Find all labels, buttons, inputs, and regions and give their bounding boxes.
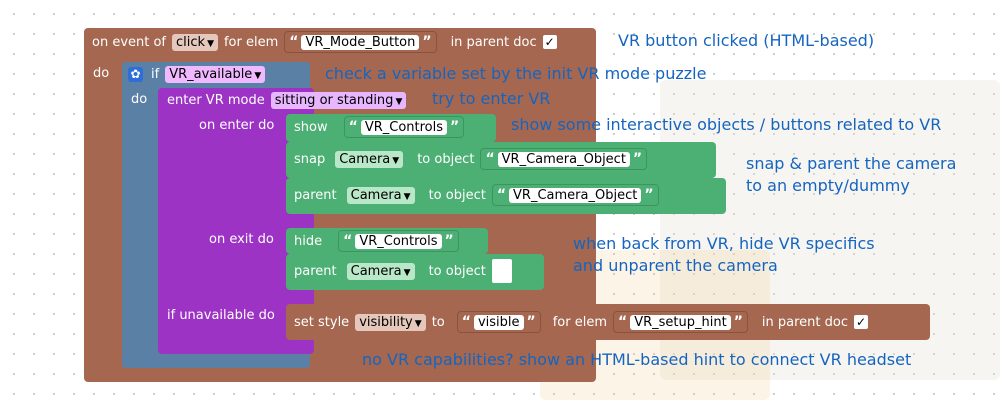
style-in-parent-doc-checkbox[interactable]: ✓ — [853, 315, 868, 329]
for-elem-label: for elem — [223, 34, 279, 50]
if-header: ✿ if VR_available▼ — [128, 61, 266, 87]
in-parent-doc-label: in parent doc — [450, 34, 537, 50]
exit-comment-line2: and unparent the camera — [573, 256, 778, 275]
parent-label: parent — [294, 187, 337, 203]
if-do-label: do — [131, 92, 148, 107]
parent-object-string[interactable]: “VR_Camera_Object” — [491, 184, 659, 206]
hide-object-string[interactable]: “VR_Controls” — [338, 230, 459, 252]
enter-vr-comment: try to enter VR — [432, 89, 551, 108]
in-parent-doc-checkbox[interactable]: ✓ — [542, 35, 557, 49]
unparent-row: parent Camera▼ to object — [294, 258, 512, 284]
enter-vr-label: enter VR mode — [167, 92, 265, 108]
vr-mode-dropdown[interactable]: sitting or standing▼ — [270, 91, 407, 109]
snap-label: snap — [294, 151, 326, 167]
snap-object-string[interactable]: “VR_Camera_Object” — [480, 148, 648, 170]
style-value-string[interactable]: “visible” — [456, 311, 541, 333]
snap-row: snap Camera▼ to object “VR_Camera_Object… — [294, 146, 648, 172]
style-to-label: to — [431, 314, 445, 330]
show-row: show “VR_Controls” — [294, 114, 465, 140]
style-property-dropdown[interactable]: visibility▼ — [355, 313, 426, 331]
snap-comment-line1: snap & parent the camera — [746, 154, 957, 173]
snap-comment-line2: to an empty/dummy — [746, 176, 910, 195]
event-header: on event of click▼ for elem “VR_Mode_But… — [92, 29, 557, 55]
snap-target-dropdown[interactable]: Camera▼ — [335, 150, 404, 168]
show-object-value[interactable]: VR_Controls — [360, 119, 448, 135]
on-enter-do-label: on enter do — [199, 118, 275, 133]
snap-to-object-label: to object — [417, 151, 475, 167]
style-value[interactable]: visible — [473, 314, 524, 330]
unparent-target-dropdown[interactable]: Camera▼ — [346, 262, 415, 280]
elem-name-string[interactable]: “VR_Mode_Button” — [284, 31, 437, 53]
event-do-label: do — [93, 66, 110, 81]
style-elem-string[interactable]: “VR_setup_hint” — [613, 311, 748, 333]
style-for-elem-label: for elem — [552, 314, 607, 330]
unparent-to-object-label: to object — [428, 263, 486, 279]
hide-row: hide “VR_Controls” — [294, 228, 459, 254]
if-comment: check a variable set by the init VR mode… — [325, 64, 707, 83]
hide-object-value[interactable]: VR_Controls — [355, 233, 442, 249]
snap-object-value[interactable]: VR_Camera_Object — [497, 151, 630, 167]
event-comment: VR button clicked (HTML-based) — [618, 31, 875, 50]
parent-to-object-label: to object — [428, 187, 486, 203]
if-label: if — [151, 66, 160, 82]
event-type-dropdown[interactable]: click▼ — [172, 33, 218, 51]
parent-row: parent Camera▼ to object “VR_Camera_Obje… — [294, 182, 659, 208]
parent-object-value[interactable]: VR_Camera_Object — [509, 187, 642, 203]
show-comment: show some interactive objects / buttons … — [511, 115, 942, 134]
elem-name-value[interactable]: VR_Mode_Button — [301, 34, 420, 50]
style-elem-value[interactable]: VR_setup_hint — [630, 314, 731, 330]
unparent-label: parent — [294, 263, 337, 279]
exit-comment-line1: when back from VR, hide VR specifics — [573, 234, 875, 253]
bottom-comment: no VR capabilities? show an HTML-based h… — [362, 350, 912, 369]
if-unavailable-do-label: if unavailable do — [167, 308, 275, 323]
empty-object-socket[interactable] — [491, 259, 512, 283]
set-style-row: set style visibility▼ to “visible” for e… — [294, 309, 868, 335]
parent-target-dropdown[interactable]: Camera▼ — [346, 186, 415, 204]
hide-label: hide — [294, 233, 323, 249]
vr-available-variable[interactable]: VR_available▼ — [165, 65, 266, 83]
gear-icon[interactable]: ✿ — [128, 66, 143, 82]
enter-vr-header: enter VR mode sitting or standing▼ — [167, 87, 407, 113]
event-label: on event of — [92, 34, 167, 50]
style-in-parent-doc-label: in parent doc — [761, 314, 848, 330]
show-object-string[interactable]: “VR_Controls” — [343, 116, 465, 138]
show-label: show — [294, 119, 328, 135]
set-style-label: set style — [294, 314, 350, 330]
on-exit-do-label: on exit do — [209, 232, 274, 247]
